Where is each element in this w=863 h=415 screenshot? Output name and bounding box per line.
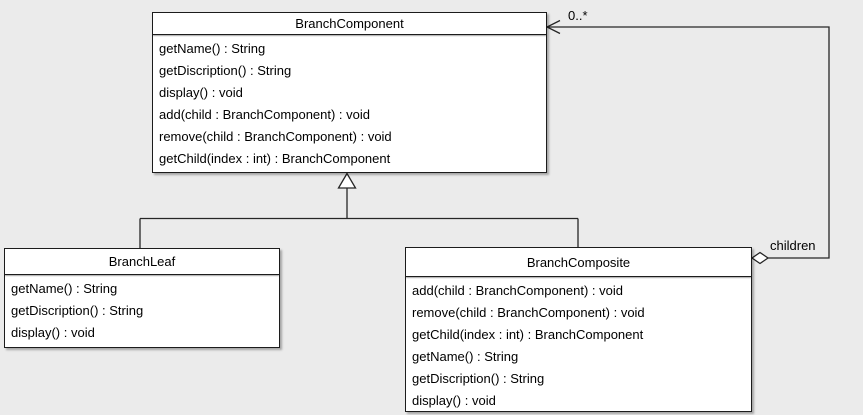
aggregation-diamond-icon <box>750 251 770 265</box>
method-row: getName() : String <box>11 281 118 296</box>
class-box-branchcomposite: BranchComposite add(child : BranchCompon… <box>405 247 752 412</box>
method-row: getDiscription() : String <box>159 63 292 78</box>
method-row: getChild(index : int) : BranchComponent <box>159 151 391 166</box>
class-title: BranchLeaf <box>5 249 279 275</box>
method-row: remove(child : BranchComponent) : void <box>412 305 645 320</box>
aggregation-connector <box>545 19 830 259</box>
method-row: display() : void <box>11 325 95 340</box>
method-row: getDiscription() : String <box>412 371 545 386</box>
method-list: getName() : String getDiscription() : Str… <box>5 275 279 344</box>
method-list: add(child : BranchComponent) : void remov… <box>406 277 751 412</box>
method-row: add(child : BranchComponent) : void <box>159 107 371 122</box>
inheritance-triangle-icon <box>337 172 357 189</box>
method-row: getName() : String <box>159 41 266 56</box>
class-title: BranchComposite <box>406 248 751 277</box>
method-row: getDiscription() : String <box>11 303 144 318</box>
method-row: add(child : BranchComponent) : void <box>412 283 624 298</box>
class-box-branchcomponent: BranchComponent getName() : String getDis… <box>152 12 547 173</box>
method-row: getChild(index : int) : BranchComponent <box>412 327 644 342</box>
association-role-label: children <box>770 238 816 253</box>
method-row: getName() : String <box>412 349 519 364</box>
method-row: remove(child : BranchComponent) : void <box>159 129 392 144</box>
method-list: getName() : String getDiscription() : Str… <box>153 35 546 170</box>
method-row: display() : void <box>412 393 496 408</box>
class-box-branchleaf: BranchLeaf getName() : String getDiscript… <box>4 248 280 348</box>
method-row: display() : void <box>159 85 243 100</box>
open-arrowhead-icon <box>545 19 561 35</box>
class-title: BranchComponent <box>153 13 546 35</box>
multiplicity-label: 0..* <box>568 8 588 23</box>
generalization-connector <box>139 188 579 248</box>
